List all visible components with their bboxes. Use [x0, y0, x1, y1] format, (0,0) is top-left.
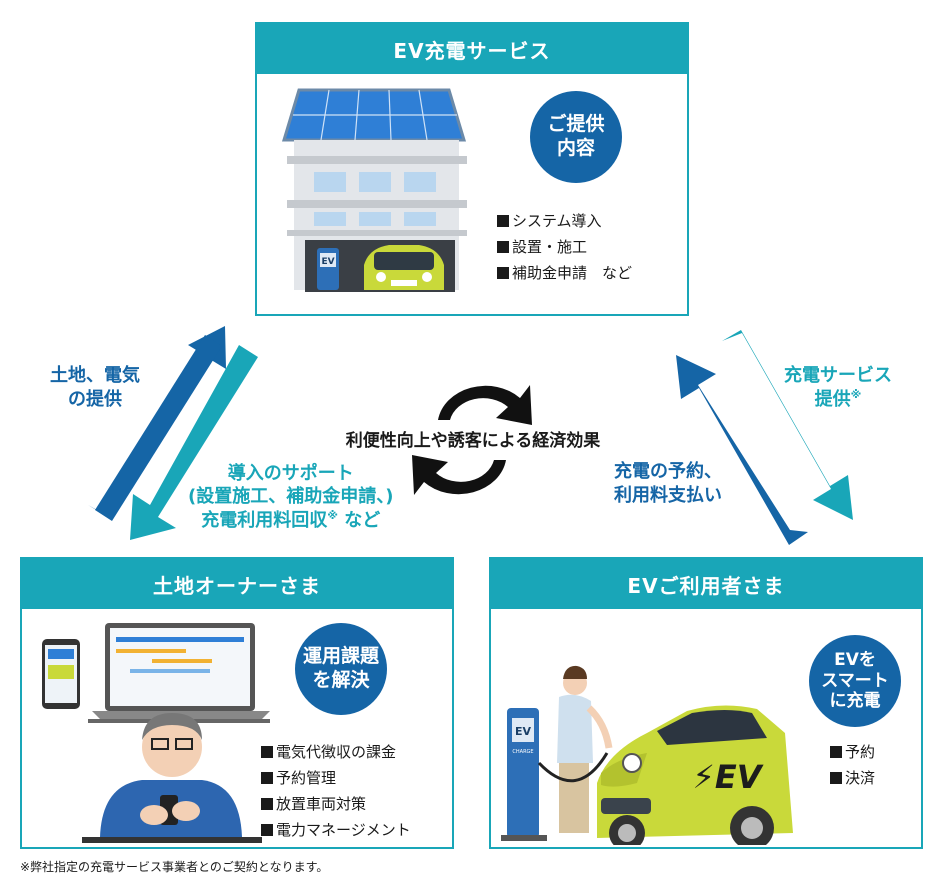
owner-items: 電気代徴収の課金 予約管理 放置車両対策 電力マネージメント	[261, 739, 411, 843]
owner-badge-line1: 運用課題	[302, 645, 379, 668]
square-bullet-icon	[497, 241, 509, 253]
user-items: 予約 決済	[830, 739, 875, 791]
square-bullet-icon	[261, 798, 273, 810]
service-badge-line2: 内容	[556, 137, 595, 159]
owner-badge: 運用課題を解決	[295, 623, 387, 715]
user-badge-line3: に充電	[829, 691, 881, 712]
list-item: 決済	[830, 765, 875, 791]
square-bullet-icon	[497, 215, 509, 227]
square-bullet-icon	[830, 772, 842, 784]
list-item: 予約管理	[261, 765, 411, 791]
user-box-title: EVご利用者さま	[491, 559, 921, 609]
list-item: 予約	[830, 739, 875, 765]
square-bullet-icon	[497, 267, 509, 279]
service-items: システム導入 設置・施工 補助金申請 など	[497, 208, 632, 286]
owner-badge-line2: を解決	[312, 669, 370, 691]
owner-box-title: 土地オーナーさま	[22, 559, 452, 609]
label-charging-service: 充電サービス提供※	[784, 365, 892, 411]
list-item: 電力マネージメント	[261, 817, 411, 843]
list-item: 放置車両対策	[261, 791, 411, 817]
user-badge-line2: スマート	[821, 670, 889, 691]
square-bullet-icon	[830, 746, 842, 758]
charger-label: EV	[321, 257, 334, 267]
list-item: 設置・施工	[497, 234, 632, 260]
user-illustration: EV CHARGE ⚡EV	[501, 665, 793, 845]
service-badge-line1: ご提供	[547, 113, 605, 136]
house-illustration: EV	[281, 88, 467, 292]
service-badge: ご提供内容	[530, 91, 622, 183]
owner-illustration	[42, 623, 270, 843]
square-bullet-icon	[261, 824, 273, 836]
arrow-left-up	[88, 326, 226, 521]
cycle-icon	[412, 385, 532, 495]
square-bullet-icon	[261, 772, 273, 784]
arrow-right-up	[676, 355, 808, 545]
square-bullet-icon	[261, 746, 273, 758]
list-item: 補助金申請 など	[497, 260, 632, 286]
owner-box: 土地オーナーさま 運用課題を解決 電気代徴収の課金 予約管理 放置車両対策 電力…	[20, 557, 454, 849]
label-land-electricity: 土地、電気の提供	[50, 365, 140, 411]
center-effect-text: 利便性向上や誘客による経済効果	[345, 431, 601, 451]
footnote: ※弊社指定の充電サービス事業者とのご契約となります。	[20, 860, 329, 874]
service-box: EV充電サービス EV ご提供内容 システム導入 設置・施工 補助金申請 など	[255, 22, 689, 316]
arrow-left-down	[130, 345, 258, 540]
label-reservation-payment: 充電の予約、利用料支払い	[614, 461, 722, 507]
station-label: EV	[515, 725, 532, 738]
user-badge-line1: EVを	[834, 650, 876, 671]
user-badge: EVをスマートに充電	[809, 635, 901, 727]
list-item: システム導入	[497, 208, 632, 234]
service-box-title: EV充電サービス	[257, 24, 687, 74]
user-box: EVご利用者さま EV CHARGE ⚡EV EVをスマートに充電 予約 決済	[489, 557, 923, 849]
station-sub-label: CHARGE	[512, 749, 533, 755]
list-item: 電気代徴収の課金	[261, 739, 411, 765]
label-support: 導入のサポート (設置施工、補助金申請、) 充電利用料回収※ など	[188, 463, 394, 531]
car-ev-logo: ⚡EV	[692, 758, 763, 796]
arrow-right-down	[722, 330, 853, 520]
